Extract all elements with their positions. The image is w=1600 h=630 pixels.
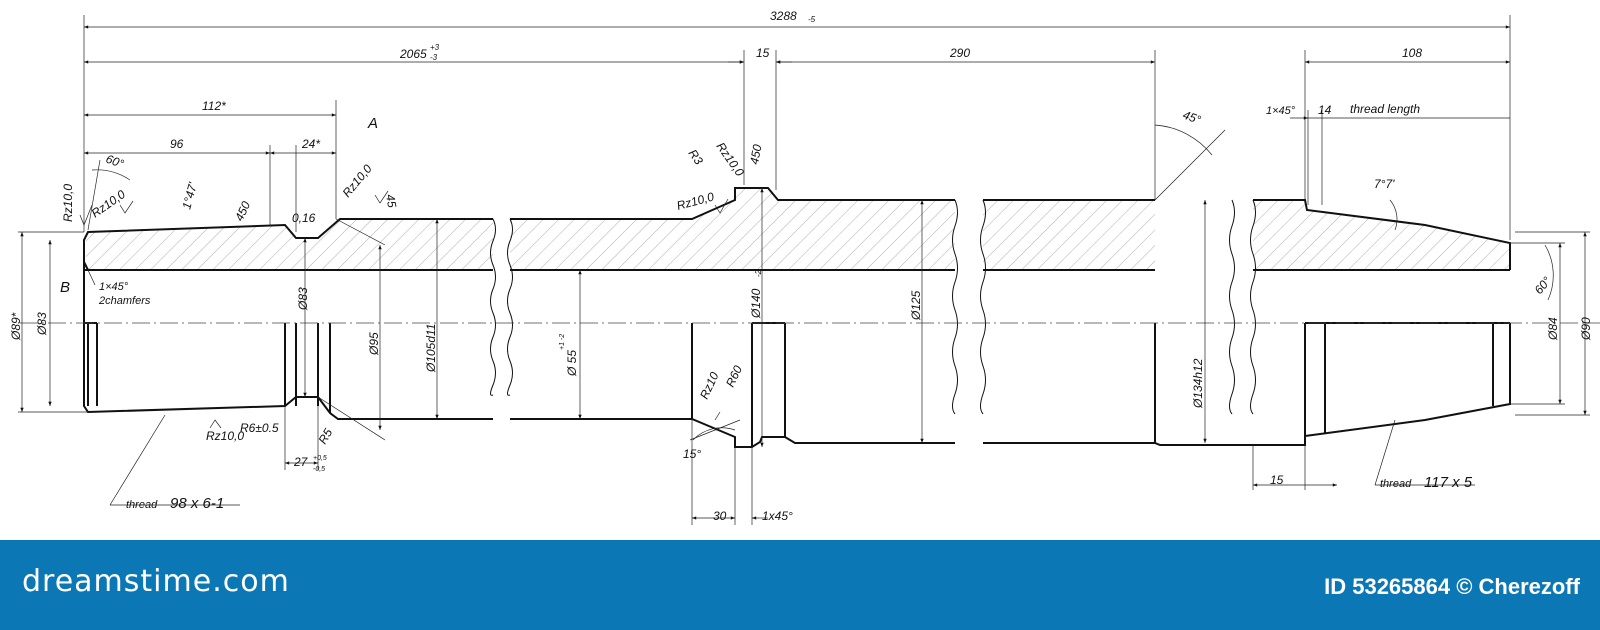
r5: R5: [315, 426, 335, 447]
dim-108: 108: [1402, 46, 1422, 60]
thread-right-size: 117 x 5: [1424, 474, 1473, 491]
r60: R60: [723, 363, 745, 389]
footer-logo[interactable]: dreamstime.com: [22, 564, 290, 599]
dim-thread-length: thread length: [1350, 102, 1420, 116]
dim-chamfer-bottom: 1x45°: [762, 509, 793, 523]
dim-112: 112*: [202, 99, 226, 113]
dim-2065: 2065: [399, 47, 427, 61]
dia-90: Ø90: [1579, 317, 1593, 341]
r6: R6±0.5: [240, 421, 279, 435]
dia-83-left: Ø83: [35, 312, 49, 336]
dim-27: 27: [293, 455, 309, 469]
rz10-bottom: Rz10: [697, 370, 722, 402]
dia-134: Ø134h12: [1191, 358, 1205, 409]
diameter-texts: Ø89* Ø83 Ø83 Ø95 Ø105d11 Ø 55 +1 -2 Ø140…: [9, 269, 1593, 409]
dia-105: Ø105d11: [424, 324, 438, 374]
angle-60-left: 60°: [104, 152, 126, 171]
rz-collar1: Rz10,0: [714, 140, 747, 179]
dimension-lines: [18, 15, 1590, 525]
dim-27-tol-up: +0,5: [313, 455, 327, 462]
rz-left: Rz10,0: [61, 184, 75, 222]
chamfers-line1: 1×45°: [99, 281, 129, 293]
dia-140-tol: -2: [754, 269, 763, 277]
angle-45-step: 45°: [1181, 108, 1203, 127]
r450-left: 450: [232, 199, 253, 223]
dia-83-groove: Ø83: [296, 287, 310, 311]
dim-15-bottom: 15: [1270, 473, 1284, 487]
drawing-area: 3288 -5 2065 +3 -3 15 290 108 112* 96 24…: [9, 9, 1600, 525]
dim-30: 30: [713, 509, 727, 523]
dim-96: 96: [170, 137, 184, 151]
dim-2065-tol-dn: -3: [430, 53, 438, 62]
shaft-drawing: 3288 -5 2065 +3 -3 15 290 108 112* 96 24…: [9, 9, 1600, 525]
dim-overall: 3288: [770, 9, 797, 23]
dia-95: Ø95: [367, 332, 381, 356]
roughness-symbols: [79, 190, 729, 429]
dia-55: Ø 55: [565, 350, 579, 377]
dim-24: 24*: [301, 137, 320, 151]
angle-45-small: 45: [383, 193, 399, 209]
footer-image-id: ID 53265864 © Cherezoff: [1324, 574, 1580, 599]
thread-right-word: thread: [1380, 478, 1412, 490]
value-016: 0,16: [292, 211, 316, 225]
angle-1-47: 1°47': [179, 180, 200, 210]
dim-chamfer-right: 1×45°: [1266, 105, 1296, 117]
chamfers-line2: 2chamfers: [98, 295, 151, 307]
dim-14: 14: [1318, 103, 1332, 117]
r450-collar: 450: [747, 143, 764, 165]
label-a: A: [367, 115, 378, 132]
dimension-texts: 3288 -5 2065 +3 -3 15 290 108 112* 96 24…: [170, 9, 1422, 523]
rz-groove: Rz10,0: [340, 162, 375, 200]
rz-bottom: Rz10,0: [206, 429, 244, 443]
dia-140: Ø140: [749, 288, 763, 319]
thread-left-size: 98 x 6-1: [170, 495, 224, 512]
dim-27-tol-dn: -0,5: [313, 466, 325, 473]
dia-55-tol: +1 -2: [559, 334, 566, 350]
dia-84: Ø84: [1546, 317, 1560, 341]
angle-15: 15°: [683, 447, 701, 461]
section-hatching: [86, 188, 1510, 270]
footer-bar: dreamstime.com ID 53265864 © Cherezoff: [0, 540, 1600, 630]
break-lines: [490, 199, 1256, 415]
thread-left-word: thread: [126, 499, 158, 511]
dia-125: Ø125: [909, 290, 923, 321]
r3: R3: [686, 147, 706, 168]
angle-7-7: 7°7': [1374, 177, 1395, 191]
dim-2065-tol-up: +3: [430, 43, 440, 52]
dim-overall-tol: -5: [808, 15, 816, 24]
rz-collar2: Rz10,0: [675, 189, 716, 212]
annotation-texts: Rz10,0 Rz10,0 60° 1°47' 450 0,16 Rz10,0 …: [60, 108, 1554, 512]
dim-290: 290: [949, 46, 970, 60]
dia-89: Ø89*: [9, 312, 23, 341]
label-b: B: [60, 279, 70, 296]
dim-15-top: 15: [756, 46, 770, 60]
